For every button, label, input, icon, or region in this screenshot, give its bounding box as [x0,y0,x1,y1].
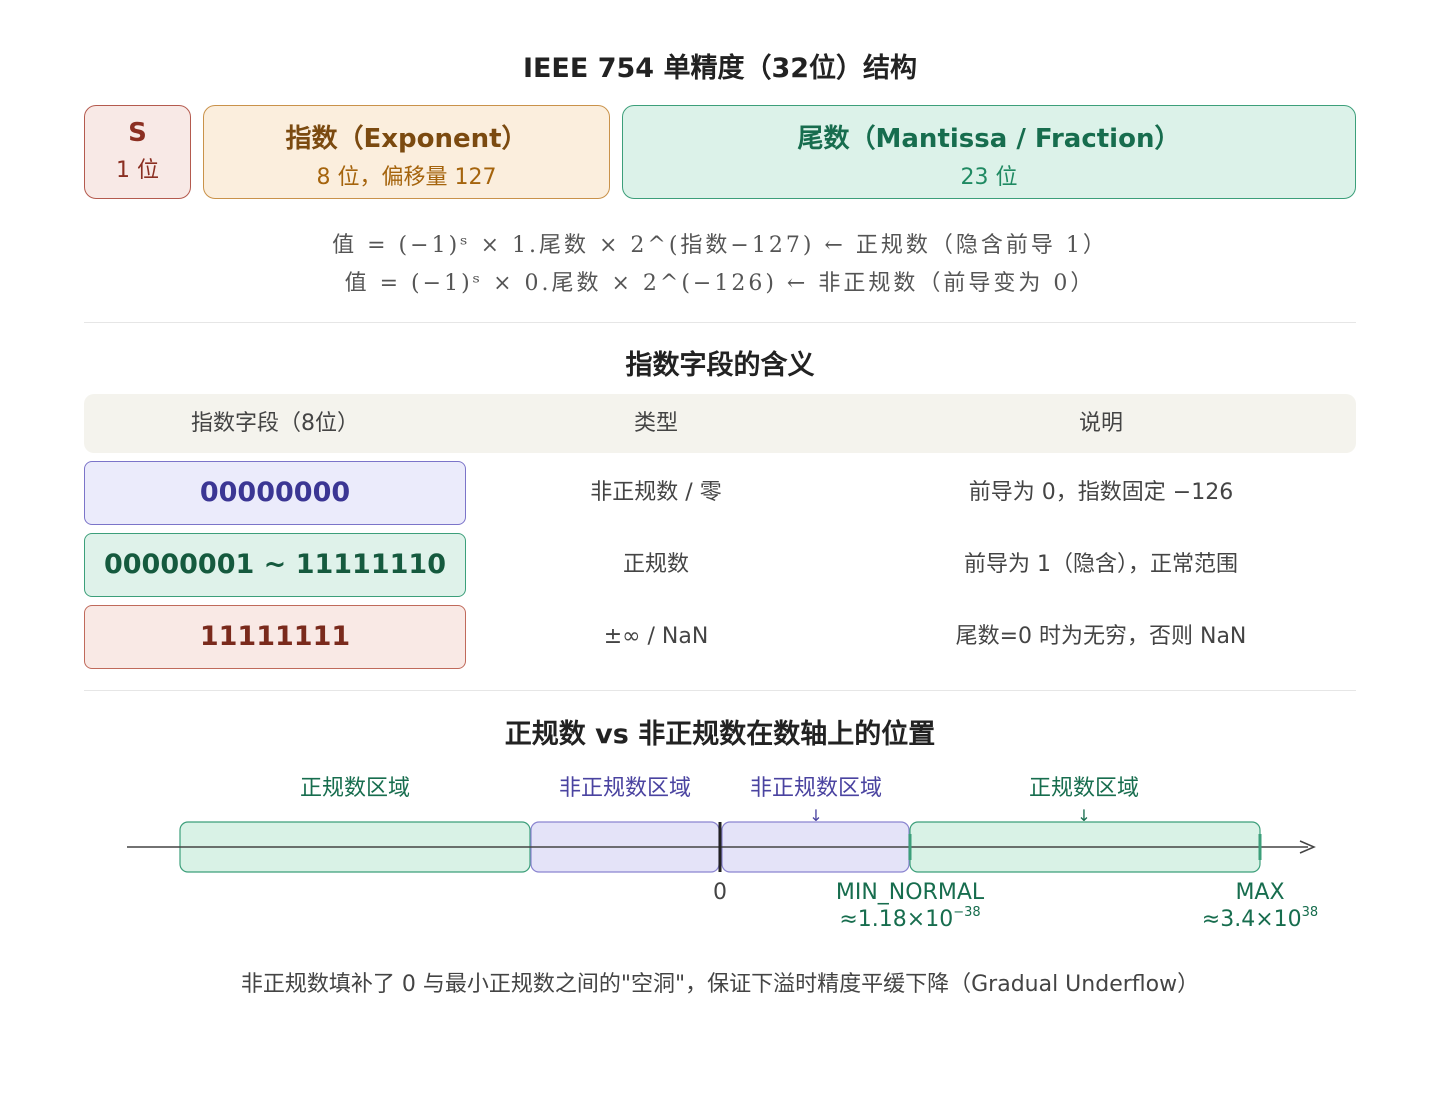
type-cell: 正规数 [622,552,689,577]
footnote: 非正规数填补了 0 与最小正规数之间的"空洞"，保证下溢时精度平缓下降（Grad… [240,972,1200,997]
min-normal-exponent: −38 [953,905,980,920]
header-description: 说明 [1078,411,1123,436]
type-cell: ±∞ / NaN [603,624,709,649]
mantissa-field-box: 尾数（Mantissa / Fraction） 23 位 [622,105,1356,199]
down-arrow-icon: ↓ [1077,806,1090,825]
denormal-value-formula: 值 = (−1)ˢ × 0.尾数 × 2^(−126) ← 非正规数（前导变为 … [344,271,1096,296]
exponent-bits-cell: 11111111 [84,605,466,669]
max-mantissa: ≈3.4×10 [1202,907,1302,932]
zero-label: 0 [713,880,727,905]
max-exponent: 38 [1302,905,1319,920]
axis-arrow-icon [1299,840,1316,854]
section-divider [84,322,1356,323]
sign-field-name: S [128,118,147,148]
exponent-field-bits: 8 位，偏移量 127 [316,165,497,190]
description-cell: 尾数=0 时为无穷，否则 NaN [955,624,1247,649]
type-cell: 非正规数 / 零 [590,480,722,505]
header-exponent-field: 指数字段（8位） [191,411,359,436]
table-row-normal: 00000001 ~ 11111110 正规数 前导为 1（隐含），正常范围 [84,533,1356,597]
normal-value-formula: 值 = (−1)ˢ × 1.尾数 × 2^(指数−127) ← 正规数（隐含前导… [332,233,1108,258]
exponent-field-box: 指数（Exponent） 8 位，偏移量 127 [203,105,610,199]
min-normal-label: MIN_NORMAL [836,880,985,905]
exponent-bits-cell: 00000000 [84,461,466,525]
description-cell: 前导为 0，指数固定 −126 [968,480,1234,505]
region-label-denormal-positive: 非正规数区域 [750,776,882,801]
region-label-denormal-negative: 非正规数区域 [559,776,691,801]
number-line-title: 正规数 vs 非正规数在数轴上的位置 [504,719,936,750]
max-label: MAX [1235,880,1284,905]
section-divider [84,690,1356,691]
max-value: ≈3.4×1038 [1202,905,1318,932]
table-row-denormal: 00000000 非正规数 / 零 前导为 0，指数固定 −126 [84,461,1356,525]
description-cell: 前导为 1（隐含），正常范围 [964,552,1238,577]
mantissa-field-name: 尾数（Mantissa / Fraction） [797,124,1181,154]
region-label-normal-negative: 正规数区域 [300,776,410,801]
region-label-normal-positive: 正规数区域 [1029,776,1139,801]
number-line-diagram: 正规数区域 非正规数区域 非正规数区域 正规数区域 ↓ ↓ 0 MIN_NORM… [127,776,1318,932]
sign-field-box: S 1 位 [84,105,191,199]
min-normal-mantissa: ≈1.18×10 [839,907,953,932]
header-type: 类型 [633,411,678,436]
table-header: 指数字段（8位） 类型 说明 [84,394,1356,453]
down-arrow-icon: ↓ [809,806,822,825]
diagram-title: IEEE 754 单精度（32位）结构 [522,53,918,84]
exponent-bits-cell: 00000001 ~ 11111110 [84,533,466,597]
exponent-field-name: 指数（Exponent） [285,124,528,154]
table-row-special: 11111111 ±∞ / NaN 尾数=0 时为无穷，否则 NaN [84,605,1356,669]
min-normal-value: ≈1.18×10−38 [839,905,980,932]
mantissa-field-bits: 23 位 [960,165,1018,190]
exponent-table-title: 指数字段的含义 [625,350,815,381]
sign-field-bits: 1 位 [116,158,159,183]
